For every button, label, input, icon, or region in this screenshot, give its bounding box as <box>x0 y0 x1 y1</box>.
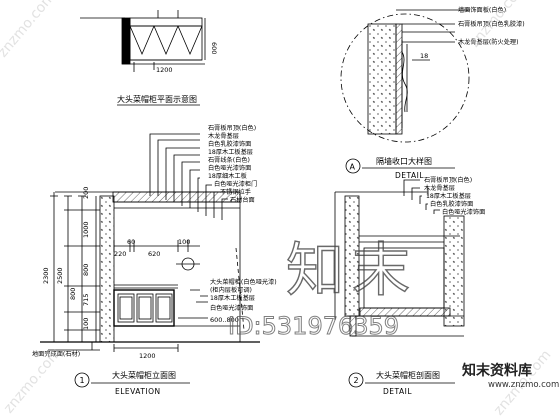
caption-elevation-en: ELEVATION <box>115 387 161 396</box>
plan-width-dim: 1200 <box>156 66 173 74</box>
elev-note-2: 木龙骨基层 <box>208 132 239 140</box>
elev-note-9: 不锈钢拉手 <box>220 188 251 196</box>
plan-depth-dim: 600 <box>210 42 218 54</box>
elevation-marker: 1 <box>80 376 85 385</box>
elev-note-7: 18厚细木工板 <box>208 172 247 180</box>
elev-note-5: 石膏线条(白色) <box>208 156 250 164</box>
elev-left-total-1: 2300 <box>42 267 50 284</box>
elev-bottom-dim: 600..800 <box>210 316 239 324</box>
detail-2-note-2: 木龙骨基层 <box>424 184 455 192</box>
brand-url: www.znzmo.com <box>488 380 560 390</box>
elev-note-6: 白色哑光漆饰面 <box>208 164 251 172</box>
plan-small <box>80 10 206 72</box>
elev-left-bottom-note: 地面完成面(石材) <box>32 350 80 358</box>
elev-left-dim-2: 1000 <box>82 221 90 238</box>
detail-2-note-5: 白色哑光漆饰面 <box>442 208 485 216</box>
detail-2-marker-circle <box>348 372 364 388</box>
detail-a-marker: A <box>350 163 356 172</box>
elev-bottom-note-1: 18厚木工板基层 <box>210 294 255 302</box>
detail-2-note-1: 石膏板吊顶(白色) <box>424 176 472 184</box>
detail-2-note-4: 白色乳胶漆饰面 <box>430 200 473 208</box>
detail-a <box>340 9 470 143</box>
caption-detail-a-en: DETAIL <box>395 171 424 180</box>
caption-elevation: 大头菜帽柜立面图 <box>112 370 176 380</box>
elev-left-dim-5: 100 <box>82 318 90 330</box>
elev-left-sub-1: 800 <box>69 288 77 300</box>
elev-left-dim-3: 800 <box>82 264 90 276</box>
elev-left-total-2: 2500 <box>56 267 64 284</box>
detail-a-note-2: 石膏板吊顶(白色乳胶漆) <box>458 20 525 28</box>
elev-top-dim-4: 100 <box>178 238 190 246</box>
elev-note-10: 石材台面 <box>230 196 255 204</box>
elev-note-8: 白色哑光漆柜门 <box>214 180 257 188</box>
elev-note-extra-2: (柜内层板可调) <box>210 286 252 294</box>
detail-a-dim: 18 <box>420 52 428 60</box>
elev-top-dim-2: 60 <box>127 238 135 246</box>
elev-left-dim-1: 200 <box>82 187 90 199</box>
detail-a-marker-circle <box>345 158 361 174</box>
elev-note-1: 石膏板吊顶(白色) <box>208 124 256 132</box>
detail-2-note-3: 18厚木工板基层 <box>426 192 471 200</box>
elev-bottom-note-2: 白色哑光漆饰面 <box>210 304 253 312</box>
watermark-corner-tl: znzmo.com <box>0 0 58 61</box>
elev-note-3: 白色乳胶漆饰面 <box>208 140 251 148</box>
detail-2 <box>334 179 465 337</box>
caption-detail-a: 隔墙收口大样图 <box>376 156 432 166</box>
elevation <box>40 133 260 352</box>
elev-width-dim: 1200 <box>139 352 156 360</box>
caption-plan-small: 大头菜帽柜平面示意图 <box>117 94 197 104</box>
elev-top-dim-3: 620 <box>148 250 160 258</box>
brand-name: 知末资料库 <box>462 363 532 379</box>
watermark-id: ID:531976359 <box>228 312 399 340</box>
detail-2-marker: 2 <box>354 376 359 385</box>
detail-a-note-1: 墙面饰面板(白色) <box>458 6 506 14</box>
detail-a-note-3: 木龙骨基层(防火处理) <box>458 38 519 46</box>
elev-note-4: 18厚木工板基层 <box>208 148 253 156</box>
elev-top-dim-1: 220 <box>114 250 126 258</box>
elev-note-extra-1: 大头菜帽柜(白色哑光漆) <box>210 278 277 286</box>
watermark-logo: 知末 <box>286 236 418 304</box>
caption-detail-2: 大头菜帽柜剖面图 <box>376 370 440 380</box>
caption-detail-2-en: DETAIL <box>383 387 412 396</box>
elevation-marker-circle <box>74 372 90 388</box>
brand-badge: 知末资料库 www.znzmo.com <box>462 360 560 412</box>
elev-left-dim-4: 715 <box>82 294 90 306</box>
